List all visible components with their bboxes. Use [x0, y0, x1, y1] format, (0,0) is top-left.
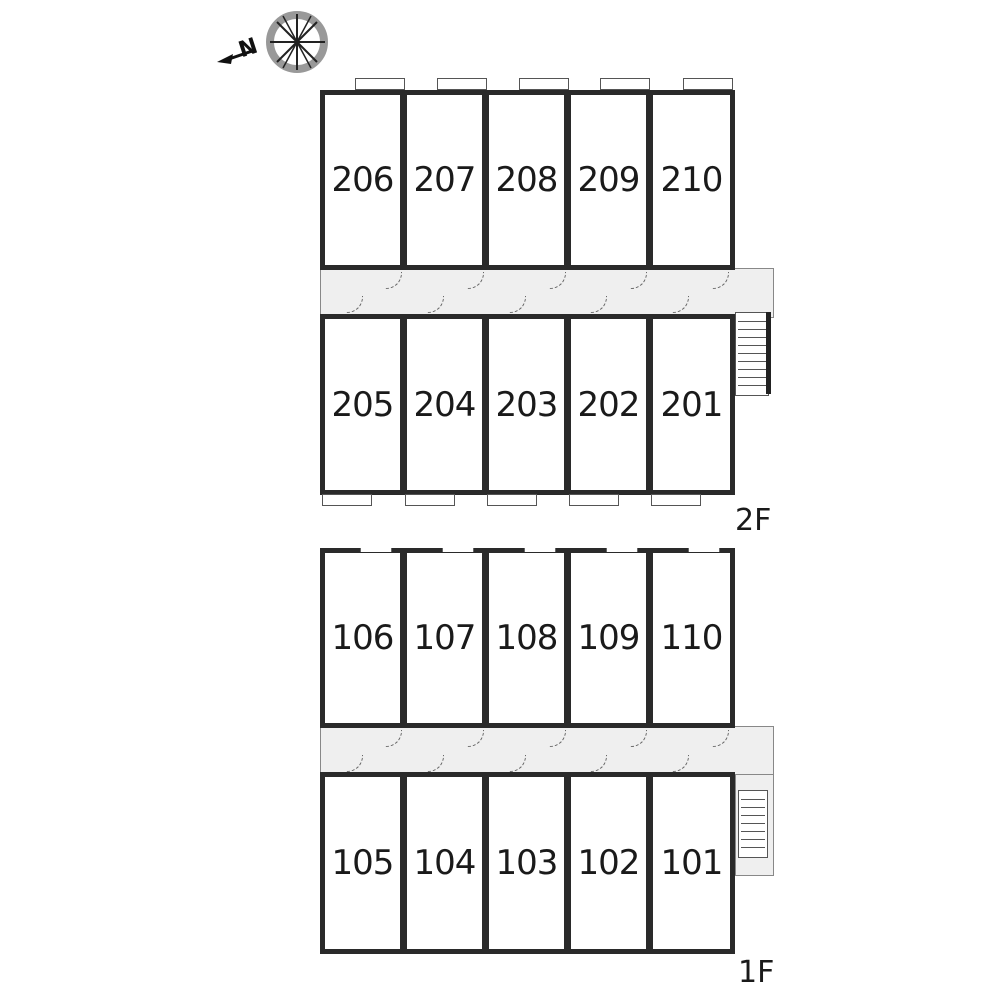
balcony [437, 78, 487, 90]
floor-label-1f: 1F [738, 955, 775, 990]
stairs-1f [738, 790, 768, 858]
window [442, 548, 474, 552]
unit-number: 210 [660, 160, 724, 200]
unit-number: 107 [413, 618, 477, 658]
unit-number: 110 [660, 618, 724, 658]
unit-209: 209 [566, 90, 651, 270]
unit-number: 205 [331, 384, 395, 425]
unit-205: 205 [320, 314, 405, 495]
unit-number: 203 [495, 384, 559, 425]
unit-number: 102 [577, 843, 641, 883]
unit-number: 108 [495, 618, 559, 658]
unit-number: 208 [495, 160, 559, 200]
unit-number: 204 [413, 384, 477, 425]
unit-206: 206 [320, 90, 405, 270]
balcony [569, 494, 619, 506]
unit-210: 210 [648, 90, 735, 270]
balcony [322, 494, 372, 506]
unit-number: 103 [495, 843, 559, 883]
unit-number: 106 [331, 618, 395, 658]
unit-102: 102 [566, 772, 651, 954]
compass: N [215, 2, 345, 82]
unit-number: 104 [413, 843, 477, 883]
compass-rose-icon [217, 11, 328, 73]
balcony [683, 78, 733, 90]
unit-number: 105 [331, 843, 395, 883]
unit-number: 101 [660, 843, 724, 883]
unit-103: 103 [484, 772, 569, 954]
unit-207: 207 [402, 90, 487, 270]
unit-108: 108 [484, 548, 569, 728]
unit-106: 106 [320, 548, 405, 728]
window [524, 548, 556, 552]
balcony [405, 494, 455, 506]
unit-104: 104 [402, 772, 487, 954]
unit-number: 206 [331, 160, 395, 200]
balcony [355, 78, 405, 90]
unit-number: 207 [413, 160, 477, 200]
window [360, 548, 392, 552]
unit-107: 107 [402, 548, 487, 728]
balcony [600, 78, 650, 90]
unit-number: 209 [577, 160, 641, 200]
window [688, 548, 720, 552]
window [606, 548, 638, 552]
floor-label-2f: 2F [735, 503, 772, 538]
stairs-2f [735, 312, 769, 396]
unit-number: 202 [577, 384, 641, 425]
unit-202: 202 [566, 314, 651, 495]
unit-number: 201 [660, 384, 724, 425]
unit-208: 208 [484, 90, 569, 270]
balcony [651, 494, 701, 506]
unit-105: 105 [320, 772, 405, 954]
unit-204: 204 [402, 314, 487, 495]
unit-201: 201 [648, 314, 735, 495]
unit-109: 109 [566, 548, 651, 728]
unit-101: 101 [648, 772, 735, 954]
balcony [487, 494, 537, 506]
stair-rail [766, 312, 771, 394]
unit-203: 203 [484, 314, 569, 495]
unit-number: 109 [577, 618, 641, 658]
unit-110: 110 [648, 548, 735, 728]
balcony [519, 78, 569, 90]
